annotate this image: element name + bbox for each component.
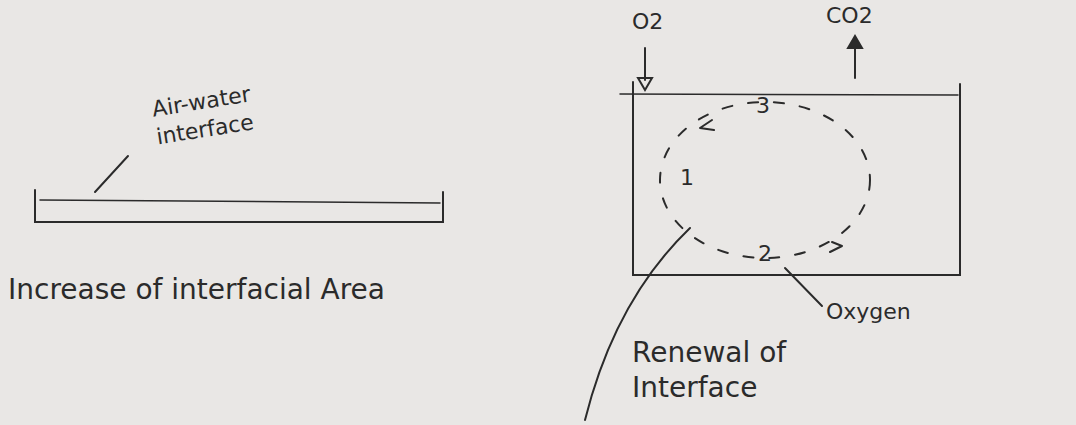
flow-arrow — [700, 120, 714, 130]
callout-number: 2 — [758, 240, 788, 268]
shallow-tank — [35, 190, 443, 222]
deep-tank — [633, 82, 960, 275]
flow-arrow — [830, 242, 842, 252]
arrow-head — [638, 78, 652, 90]
co2-arrow — [854, 44, 856, 78]
callout-number: 3 — [756, 92, 786, 120]
gas-label: O2 — [632, 8, 692, 36]
arrow-head — [848, 36, 862, 48]
circulation-loop — [660, 102, 870, 258]
interface-label: Air-water interface — [150, 66, 346, 150]
water-surface — [40, 200, 440, 203]
callout-number: 1 — [680, 164, 710, 192]
leader-line — [95, 156, 128, 192]
oxygen-arrow — [644, 48, 646, 80]
leader-line — [785, 268, 822, 306]
part-label: Oxygen — [826, 298, 956, 326]
caption-label: Renewal of Interface — [632, 335, 862, 405]
caption-label: Increase of interfacial Area — [8, 272, 408, 307]
gas-label: CO2 — [826, 2, 906, 30]
water-surface — [620, 94, 958, 95]
